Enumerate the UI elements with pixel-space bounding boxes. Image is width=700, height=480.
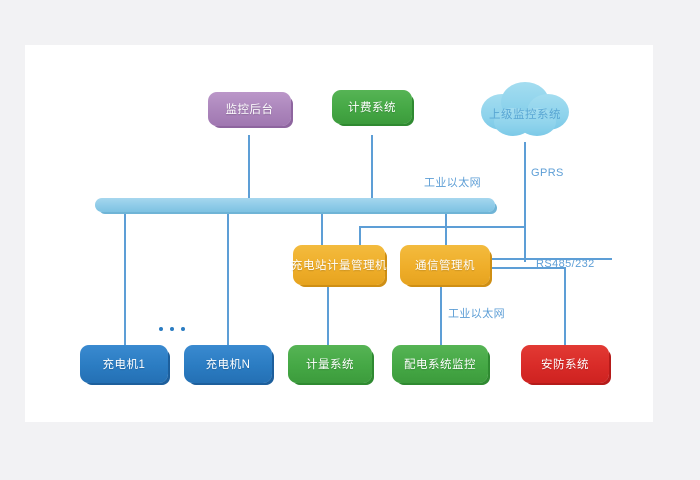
label-lower-ethernet: 工业以太网 bbox=[448, 308, 505, 320]
chargers-ellipsis bbox=[159, 327, 185, 331]
node-monitoring-backend-label: 监控后台 bbox=[225, 104, 274, 116]
node-station-metering-manager[interactable]: 充电站计量管理机 bbox=[291, 245, 387, 285]
node-distribution-monitoring-label: 配电系统监控 bbox=[404, 359, 476, 371]
node-metering-system[interactable]: 计量系统 bbox=[288, 345, 372, 383]
node-communication-manager-label: 通信管理机 bbox=[415, 260, 475, 272]
label-rs485: RS485/232 bbox=[536, 258, 595, 270]
node-security-system-label: 安防系统 bbox=[541, 359, 589, 371]
node-charger-1-label: 充电机1 bbox=[102, 359, 146, 371]
label-gprs: GPRS bbox=[531, 167, 564, 179]
node-communication-manager[interactable]: 通信管理机 bbox=[400, 245, 490, 285]
cloud-icon bbox=[481, 82, 569, 136]
node-charger-n[interactable]: 充电机N bbox=[184, 345, 272, 383]
node-station-metering-manager-label: 充电站计量管理机 bbox=[291, 260, 387, 272]
edge-communication-manager-to-security bbox=[490, 267, 566, 345]
node-security-system[interactable]: 安防系统 bbox=[521, 345, 609, 383]
edge-station-metering-to-gprs-trunk bbox=[359, 226, 525, 245]
node-charger-1[interactable]: 充电机1 bbox=[80, 345, 168, 383]
node-upper-monitoring-cloud-label: 上级监控系统 bbox=[489, 109, 561, 121]
industrial-ethernet-bus bbox=[95, 198, 495, 212]
node-metering-system-label: 计量系统 bbox=[306, 359, 354, 371]
node-distribution-monitoring[interactable]: 配电系统监控 bbox=[392, 345, 488, 383]
node-billing-system-label: 计费系统 bbox=[348, 102, 396, 114]
node-upper-monitoring-cloud[interactable]: 上级监控系统 bbox=[478, 78, 572, 142]
node-monitoring-backend[interactable]: 监控后台 bbox=[208, 92, 291, 126]
node-charger-n-label: 充电机N bbox=[205, 359, 251, 371]
node-billing-system[interactable]: 计费系统 bbox=[332, 90, 412, 124]
label-bus-ethernet: 工业以太网 bbox=[424, 177, 481, 189]
